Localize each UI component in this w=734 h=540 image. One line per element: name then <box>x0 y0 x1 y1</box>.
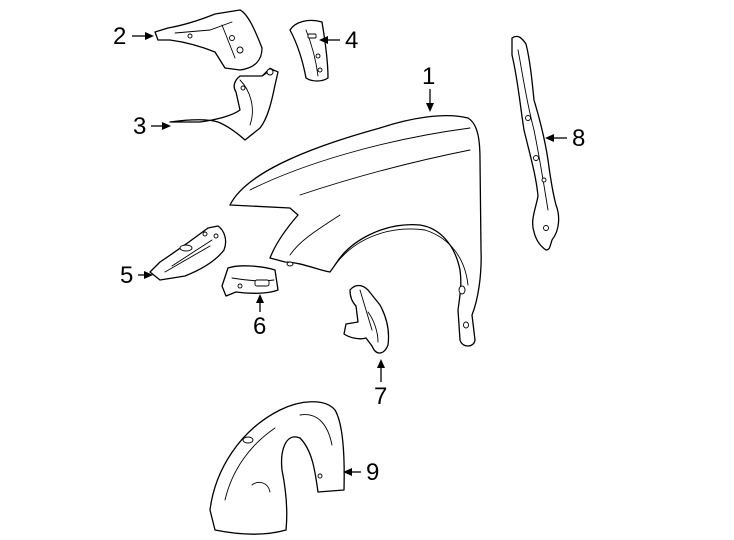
callout-label-6: 6 <box>253 313 266 340</box>
rail-part-8 <box>511 35 560 251</box>
callout-label-3: 3 <box>133 113 146 140</box>
callout-7: 7 <box>374 359 387 410</box>
callout-8: 8 <box>545 125 585 152</box>
callout-label-8: 8 <box>572 125 585 152</box>
callout-5: 5 <box>120 262 153 289</box>
fender-part-1 <box>229 114 482 347</box>
bracket-part-2 <box>154 9 263 71</box>
callout-label-4: 4 <box>345 27 358 54</box>
callout-4: 4 <box>319 27 358 54</box>
callout-label-7: 7 <box>374 383 387 410</box>
callout-label-1: 1 <box>422 63 435 90</box>
callout-label-5: 5 <box>120 262 133 289</box>
bracket-part-3 <box>169 67 279 141</box>
callout-1: 1 <box>422 63 435 112</box>
bracket-part-5 <box>149 225 227 281</box>
bracket-part-7 <box>343 284 390 354</box>
callout-2: 2 <box>113 23 154 50</box>
bracket-part-4 <box>289 19 329 82</box>
callout-9: 9 <box>343 459 379 486</box>
bracket-part-6 <box>221 265 279 297</box>
callout-6: 6 <box>253 294 266 340</box>
liner-part-9 <box>209 401 345 535</box>
callout-3: 3 <box>133 113 171 140</box>
callout-label-9: 9 <box>366 459 379 486</box>
callout-label-2: 2 <box>113 23 126 50</box>
